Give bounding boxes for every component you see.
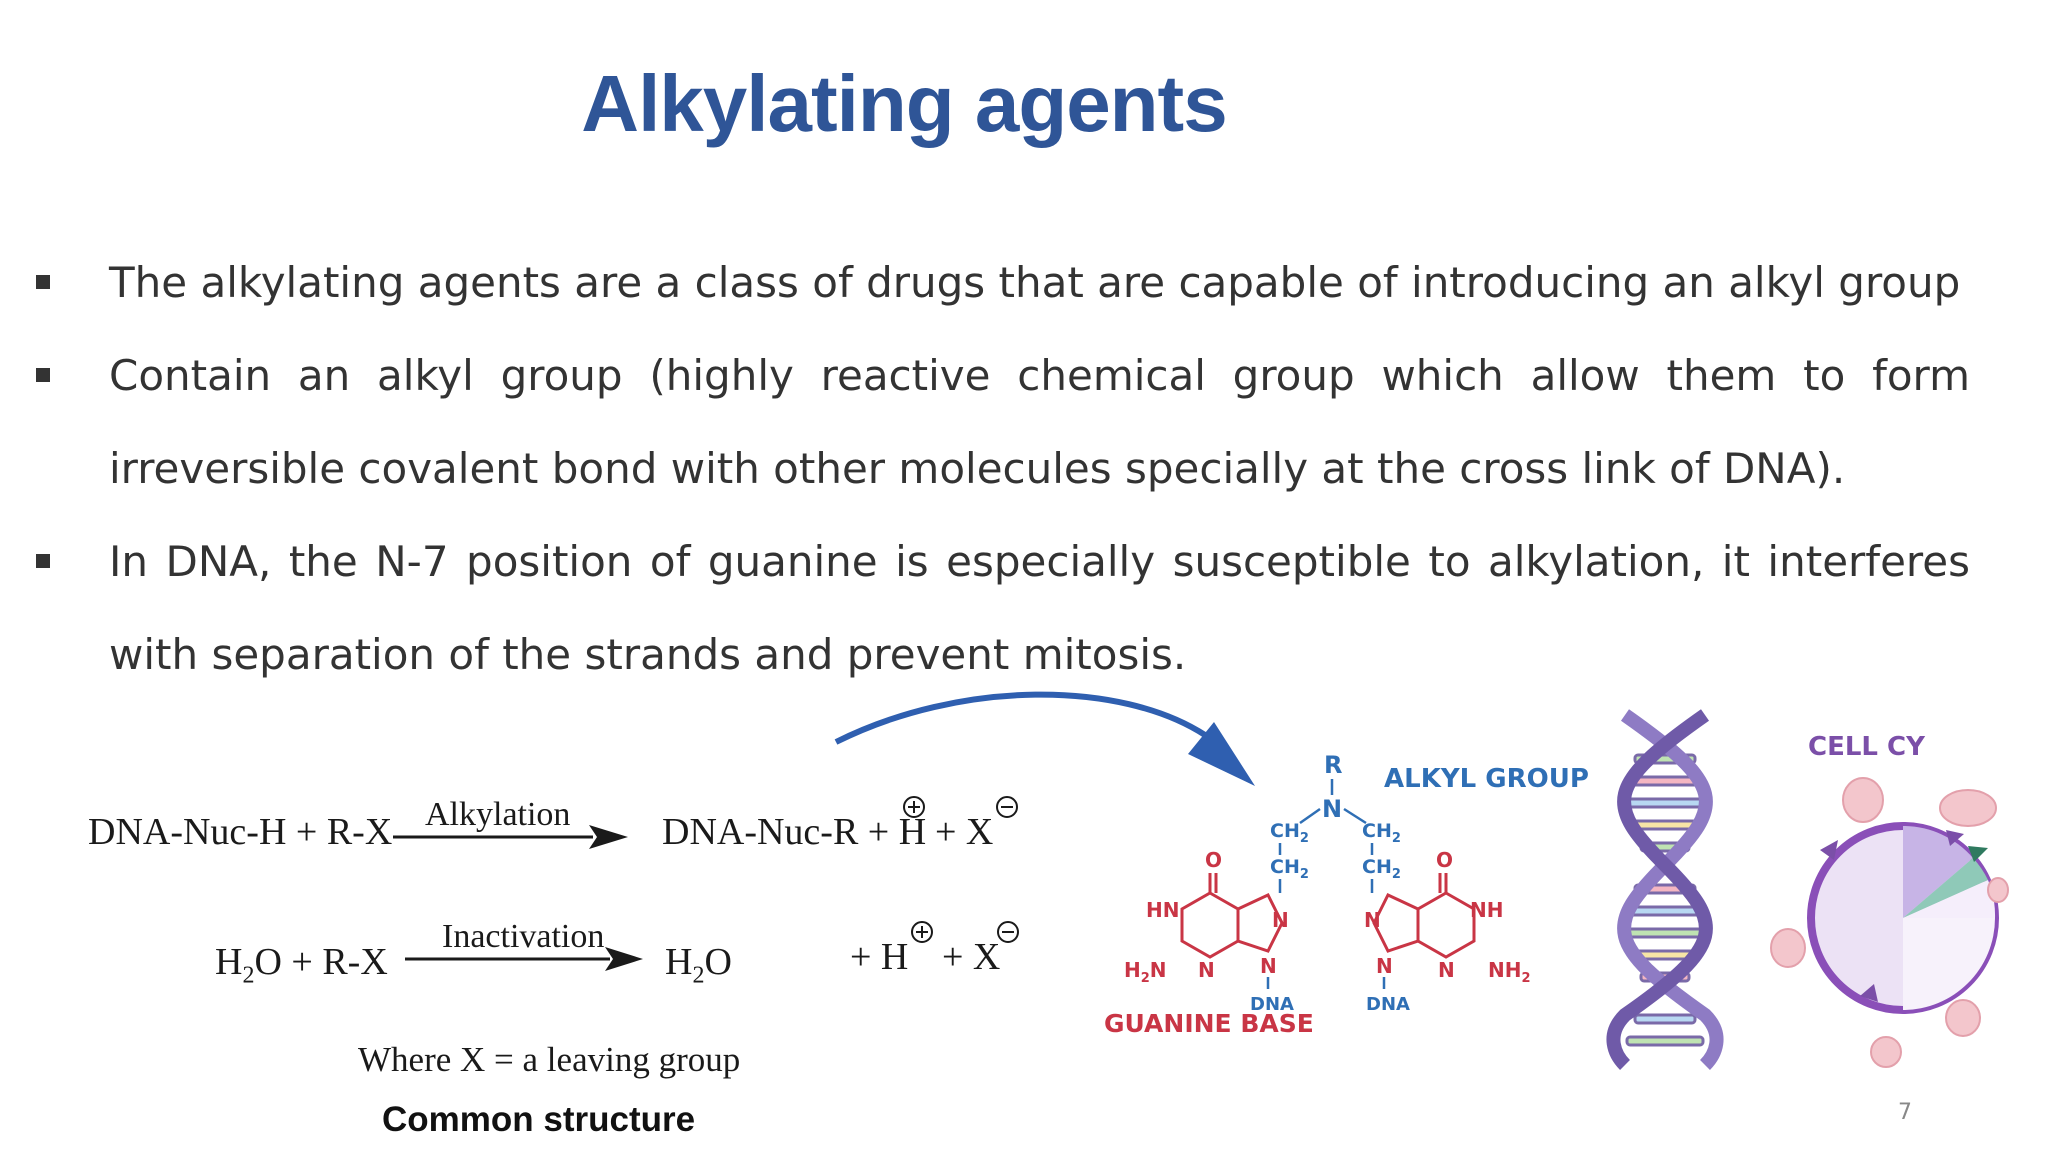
- ch2-label: CH2: [1270, 820, 1309, 846]
- reaction2-reactants: H2O + R-X: [215, 941, 388, 989]
- plus-charge-icon: [903, 796, 925, 818]
- h2n-label: H2N: [1124, 958, 1167, 986]
- leaving-group-ion: + X: [942, 936, 1001, 978]
- reaction1-products: DNA-Nuc-R + H: [662, 811, 927, 853]
- nitrogen-label: N: [1438, 958, 1455, 982]
- dna-label: DNA: [1250, 994, 1294, 1015]
- minus-charge-icon: [996, 796, 1018, 818]
- n7-label: N: [1364, 908, 1381, 932]
- bullet-square-icon: [36, 554, 50, 568]
- oxygen-label: O: [1436, 848, 1453, 872]
- guanine-alkylation-diagram: R N ALKYL GROUP CH2 CH2 CH2 CH2 O HN H2N…: [1104, 751, 1589, 1038]
- slide-title: Alkylating agents: [581, 59, 1227, 148]
- cell-cycle-diagram: CELL CY: [1770, 732, 2009, 1068]
- guanine-base-label: GUANINE BASE: [1104, 1009, 1314, 1038]
- plus-charge-icon: [911, 921, 933, 943]
- reaction1-reactants: DNA-Nuc-H + R-X: [88, 811, 393, 853]
- figure-caption: Common structure: [382, 1100, 696, 1139]
- bullet-text: Contain an alkyl group (highly reactive …: [109, 351, 1970, 493]
- n7-label: N: [1272, 908, 1289, 932]
- bullet-item: The alkylating agents are a class of dru…: [30, 236, 1970, 329]
- nh-label: NH: [1470, 898, 1503, 922]
- ch2-label: CH2: [1270, 856, 1309, 882]
- bullet-item: Contain an alkyl group (highly reactive …: [30, 329, 1970, 515]
- bullet-text: The alkylating agents are a class of dru…: [109, 258, 1961, 307]
- nitrogen-label: N: [1198, 958, 1215, 982]
- hn-label: HN: [1146, 898, 1179, 922]
- page-number: 7: [1898, 1100, 1912, 1125]
- reaction-arrow-icon: [393, 825, 628, 849]
- reaction2-product: H2O: [665, 941, 732, 989]
- bullet-list: The alkylating agents are a class of dru…: [30, 236, 1970, 701]
- alkyl-group-label: ALKYL GROUP: [1384, 764, 1589, 794]
- inactivation-label: Inactivation: [442, 918, 605, 955]
- nitrogen-label: N: [1376, 954, 1393, 978]
- dna-helix-icon: [1606, 709, 1724, 1070]
- nitrogen-label: N: [1322, 795, 1342, 823]
- reaction2-ions: + H: [850, 936, 909, 978]
- ch2-label: CH2: [1362, 856, 1401, 882]
- bullet-text: In DNA, the N-7 position of guanine is e…: [109, 537, 1970, 679]
- ch2-label: CH2: [1362, 820, 1401, 846]
- bullet-item: In DNA, the N-7 position of guanine is e…: [30, 515, 1970, 701]
- leaving-group-ion: + X: [935, 811, 994, 853]
- nh2-label: NH2: [1488, 958, 1531, 986]
- bullet-square-icon: [36, 368, 50, 382]
- leaving-group-note: Where X = a leaving group: [358, 1040, 741, 1079]
- oxygen-label: O: [1205, 848, 1222, 872]
- cell-cycle-label: CELL CY: [1808, 732, 1926, 762]
- bullet-square-icon: [36, 275, 50, 289]
- minus-charge-icon: [997, 921, 1019, 943]
- reaction-arrow-icon: [405, 947, 643, 971]
- r-group-label: R: [1324, 751, 1342, 779]
- alkylation-label: Alkylation: [425, 796, 571, 833]
- nitrogen-label: N: [1260, 954, 1277, 978]
- dna-label: DNA: [1366, 994, 1410, 1015]
